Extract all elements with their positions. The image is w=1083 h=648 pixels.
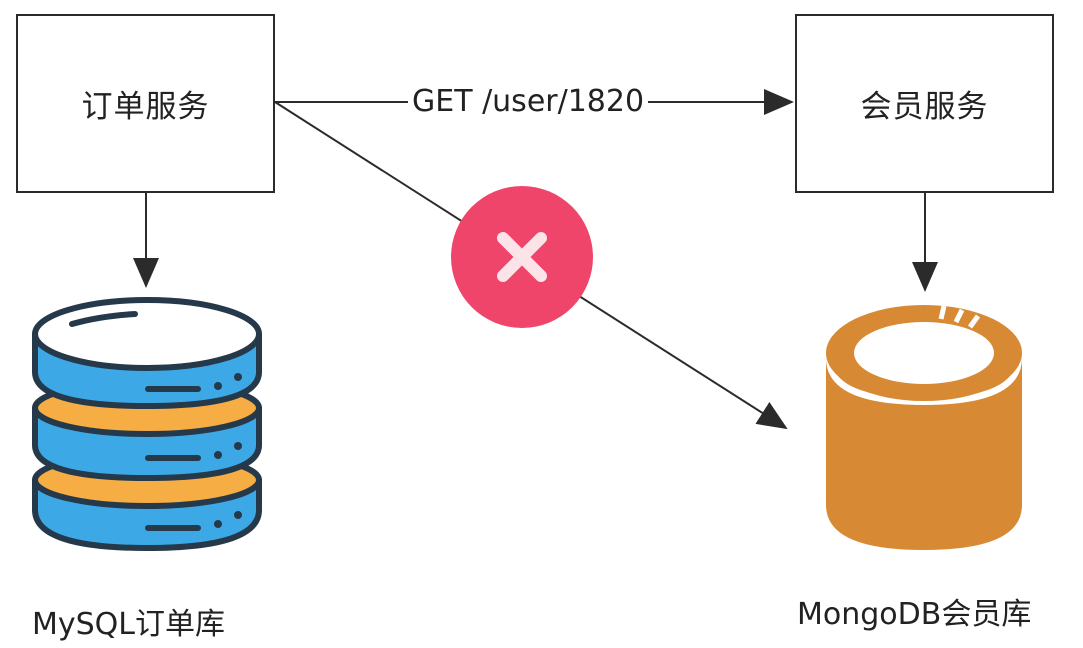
- member-service-label: 会员服务: [860, 89, 989, 125]
- order-service-node: 订单服务: [16, 14, 275, 193]
- database-cylinder-icon: [826, 305, 1022, 550]
- close-icon: [451, 186, 593, 328]
- mongodb-label: MongoDB会员库: [797, 597, 1032, 632]
- order-service-label: 订单服务: [81, 89, 210, 125]
- database-stack-icon: [32, 297, 262, 551]
- member-service-node: 会员服务: [795, 14, 1054, 193]
- mysql-label: MySQL订单库: [32, 607, 226, 642]
- request-label: GET /user/1820: [408, 82, 649, 122]
